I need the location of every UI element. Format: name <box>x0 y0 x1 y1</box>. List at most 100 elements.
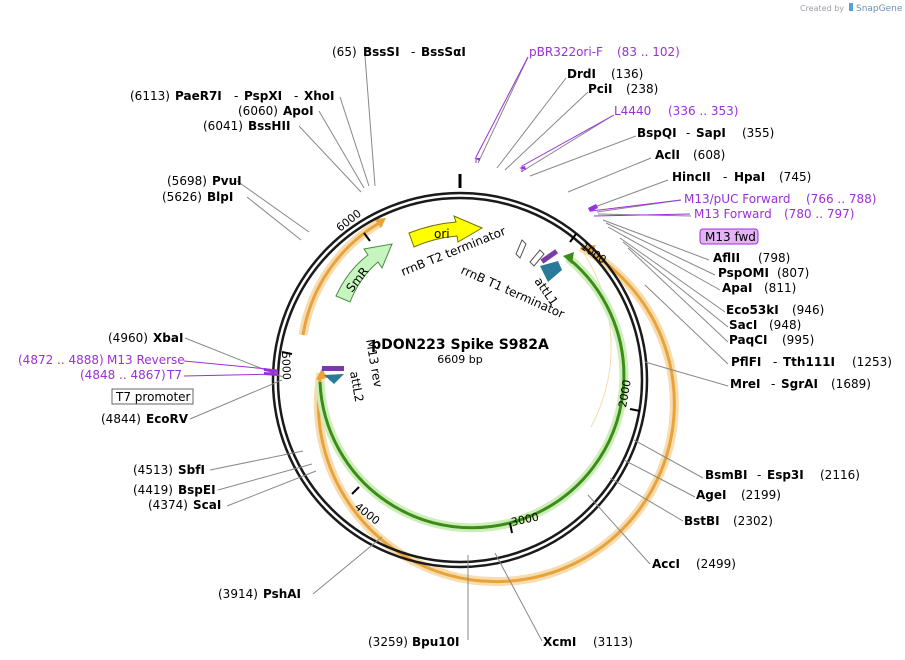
svg-text:AflII: AflII <box>713 251 740 265</box>
svg-text:PaqCI: PaqCI <box>729 333 767 347</box>
site-scai: (4374) ScaI <box>148 498 221 512</box>
svg-text:(1253): (1253) <box>852 355 892 369</box>
svg-text:(1689): (1689) <box>831 377 871 391</box>
svg-text:PvuI: PvuI <box>212 174 242 188</box>
svg-text:-: - <box>234 89 238 103</box>
svg-text:PspXI: PspXI <box>244 89 282 103</box>
svg-text:-: - <box>757 468 761 482</box>
svg-text:(766 .. 788): (766 .. 788) <box>806 192 876 206</box>
svg-text:M13 fwd: M13 fwd <box>705 230 756 244</box>
svg-text:L4440: L4440 <box>614 104 651 118</box>
svg-text:MreI: MreI <box>730 377 760 391</box>
orf-orange-left <box>301 220 382 336</box>
leader-lines <box>184 55 729 642</box>
site-pvui: (5698) PvuI <box>167 174 242 188</box>
svg-text:(948): (948) <box>769 318 801 332</box>
svg-text:(2116): (2116) <box>820 468 860 482</box>
site-apoi: (6060) ApoI <box>238 104 314 118</box>
site-xhoi: (6113) PaeR7I - PspXI - XhoI <box>130 89 335 103</box>
svg-text:(5698): (5698) <box>167 174 207 188</box>
svg-text:PaeR7I: PaeR7I <box>175 89 222 103</box>
svg-text:AccI: AccI <box>652 557 680 571</box>
primer-m13-puc-forward[interactable]: M13/pUC Forward (766 .. 788) <box>684 192 876 206</box>
svg-text:BspEI: BspEI <box>178 483 216 497</box>
svg-text:XbaI: XbaI <box>153 331 183 345</box>
site-tth111i: PflFI - Tth111I (1253) <box>731 355 892 369</box>
svg-text:(2499): (2499) <box>696 557 736 571</box>
orf-orange-left-arrowhead <box>374 218 386 228</box>
svg-text:M13 Reverse: M13 Reverse <box>107 353 185 367</box>
svg-text:XhoI: XhoI <box>304 89 335 103</box>
svg-text:-: - <box>411 45 415 59</box>
svg-text:BlpI: BlpI <box>207 190 233 204</box>
site-paqci: PaqCI (995) <box>729 333 814 347</box>
site-sapi: BspQI - SapI (355) <box>637 126 774 140</box>
svg-text:ApoI: ApoI <box>283 104 314 118</box>
svg-text:-: - <box>723 170 727 184</box>
svg-text:(355): (355) <box>742 126 774 140</box>
site-pspomi: PspOMI (807) <box>718 266 809 280</box>
primer-l4440[interactable]: L4440 (336 .. 353) <box>614 104 738 118</box>
feature-t7-promoter-box[interactable]: T7 promoter <box>111 388 194 405</box>
svg-text:(807): (807) <box>777 266 809 280</box>
svg-text:(336 .. 353): (336 .. 353) <box>668 104 738 118</box>
primer-marks <box>264 158 598 376</box>
svg-text:(4419): (4419) <box>133 483 173 497</box>
svg-text:(798): (798) <box>758 251 790 265</box>
site-bsshii: (6041) BssHII <box>203 119 290 133</box>
svg-text:AgeI: AgeI <box>696 488 726 502</box>
primer-pbr322ori-f[interactable]: pBR322ori-F (83 .. 102) <box>529 45 680 59</box>
svg-text:PshAI: PshAI <box>263 587 301 601</box>
svg-text:(65): (65) <box>332 45 357 59</box>
site-saci: SacI (948) <box>729 318 801 332</box>
brand-name: SnapGene <box>856 4 903 14</box>
site-esp3i: BsmBI - Esp3I (2116) <box>705 468 860 482</box>
svg-text:(4872 .. 4888): (4872 .. 4888) <box>18 353 104 367</box>
feature-attl2-label: attL2 <box>347 370 366 403</box>
tick-5000: 5000 <box>279 352 293 380</box>
svg-text:Eco53kI: Eco53kI <box>726 303 779 317</box>
svg-text:(2302): (2302) <box>733 514 773 528</box>
site-acci: AccI (2499) <box>652 557 736 571</box>
site-bpu10i: (3259) Bpu10I <box>368 635 459 649</box>
orf-orange-thin <box>582 251 612 428</box>
svg-text:(6113): (6113) <box>130 89 170 103</box>
site-pcii: PciI (238) <box>588 82 658 96</box>
svg-text:M13 Forward: M13 Forward <box>694 207 772 221</box>
tick-3000: 3000 <box>510 510 540 529</box>
svg-text:(136): (136) <box>611 67 643 81</box>
svg-text:SgrAI: SgrAI <box>781 377 818 391</box>
svg-text:(83 .. 102): (83 .. 102) <box>617 45 680 59</box>
svg-text:(4374): (4374) <box>148 498 188 512</box>
svg-text:(4848 .. 4867): (4848 .. 4867) <box>80 368 166 382</box>
svg-text:(3914): (3914) <box>218 587 258 601</box>
primer-m13-forward[interactable]: M13 Forward (780 .. 797) <box>694 207 854 221</box>
site-xbai: (4960) XbaI <box>108 331 183 345</box>
site-bsssi: (65) BssSI - BssSαI <box>332 45 466 59</box>
primer-t7[interactable]: (4848 .. 4867) T7 <box>80 368 182 382</box>
svg-text:pBR322ori-F: pBR322ori-F <box>529 45 603 59</box>
svg-text:(6060): (6060) <box>238 104 278 118</box>
svg-text:BstBI: BstBI <box>684 514 720 528</box>
svg-text:-: - <box>771 377 775 391</box>
feature-m13-fwd-box[interactable]: M13 fwd <box>699 228 759 245</box>
orf-orange-tail <box>316 368 327 380</box>
svg-text:BssSαI: BssSαI <box>421 45 466 59</box>
site-bstbi: BstBI (2302) <box>684 514 773 528</box>
svg-text:(995): (995) <box>782 333 814 347</box>
svg-text:BspQI: BspQI <box>637 126 677 140</box>
svg-text:(6041): (6041) <box>203 119 243 133</box>
site-sgrai: MreI - SgrAI (1689) <box>730 377 871 391</box>
primer-m13-reverse[interactable]: (4872 .. 4888) M13 Reverse <box>18 353 185 367</box>
orf-green <box>318 256 626 530</box>
plasmid-name: pDON223 Spike S982A <box>371 337 549 353</box>
brand-prefix: Created by <box>800 4 844 13</box>
svg-text:(4513): (4513) <box>133 463 173 477</box>
svg-text:BsmBI: BsmBI <box>705 468 747 482</box>
site-xcmi: XcmI (3113) <box>543 635 633 649</box>
svg-text:ApaI: ApaI <box>722 281 752 295</box>
snapgene-logo: Created by SnapGene <box>800 3 903 14</box>
svg-text:(2199): (2199) <box>741 488 781 502</box>
svg-text:DrdI: DrdI <box>567 67 596 81</box>
